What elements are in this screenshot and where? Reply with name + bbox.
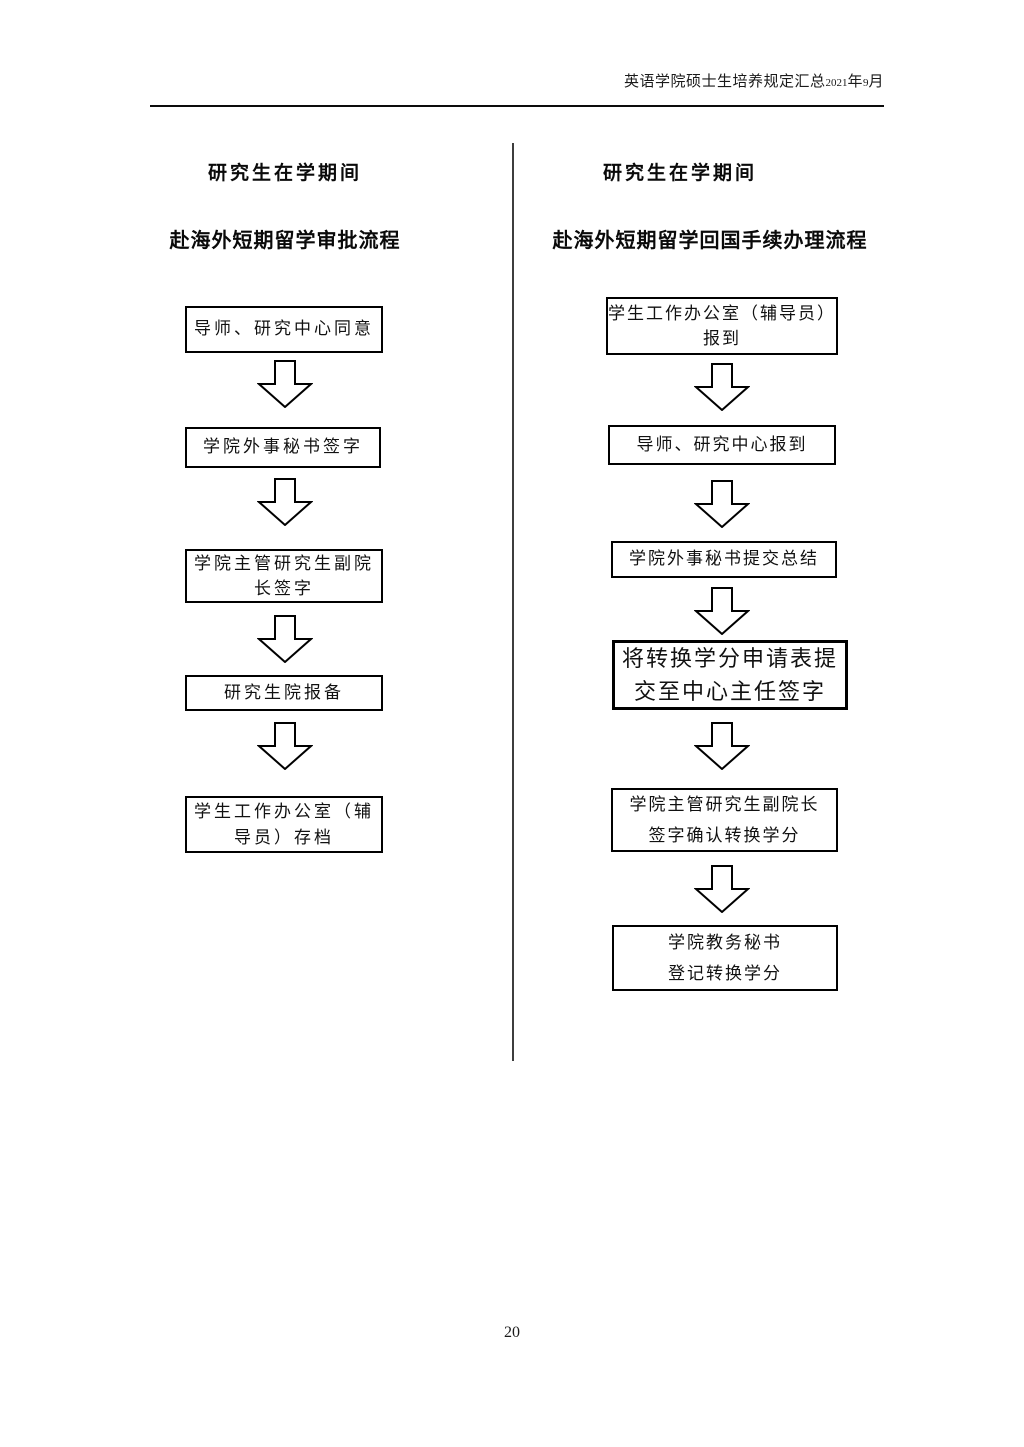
flow-step-box: 学院主管研究生副院长 签字确认转换学分 <box>611 788 838 852</box>
flow-step-box: 导师、研究中心报到 <box>608 425 836 465</box>
down-arrow-icon <box>694 363 750 411</box>
header-month-unit: 月 <box>868 74 884 90</box>
header-month: 9 <box>862 77 869 89</box>
flow-step-box: 学院教务秘书 登记转换学分 <box>612 925 838 991</box>
left-flow-title: 研究生在学期间 <box>207 163 362 184</box>
header-rule <box>150 105 884 107</box>
header-year: 2021 <box>825 77 848 89</box>
flow-step-box: 导师、研究中心同意 <box>185 306 383 353</box>
column-divider <box>512 143 514 1061</box>
flow-step-box: 学院外事秘书提交总结 <box>611 541 837 578</box>
down-arrow-icon <box>694 865 750 913</box>
down-arrow-icon <box>257 360 313 408</box>
flow-step-box: 研究生院报备 <box>185 675 383 711</box>
page-header: 英语学院硕士生培养规定汇总2021年9月 <box>624 70 884 91</box>
header-year-unit: 年 <box>847 74 863 90</box>
flow-step-box: 学院主管研究生副院 长签字 <box>185 549 383 603</box>
down-arrow-icon <box>257 615 313 663</box>
page-number: 20 <box>504 1324 520 1341</box>
flow-step-box: 学生工作办公室（辅 导员）存档 <box>185 796 383 853</box>
down-arrow-icon <box>694 587 750 635</box>
left-flow-subtitle: 赴海外短期留学审批流程 <box>169 230 401 252</box>
down-arrow-icon <box>694 480 750 528</box>
flow-step-box: 将转换学分申请表提 交至中心主任签字 <box>612 640 848 710</box>
down-arrow-icon <box>257 722 313 770</box>
flow-step-box: 学生工作办公室（辅导员） 报到 <box>606 297 838 355</box>
down-arrow-icon <box>257 478 313 526</box>
flow-step-box: 学院外事秘书签字 <box>185 427 381 468</box>
right-flow-title: 研究生在学期间 <box>602 163 757 184</box>
header-title: 英语学院硕士生培养规定汇总 <box>623 74 826 90</box>
down-arrow-icon <box>694 722 750 770</box>
right-flow-subtitle: 赴海外短期留学回国手续办理流程 <box>552 230 868 252</box>
